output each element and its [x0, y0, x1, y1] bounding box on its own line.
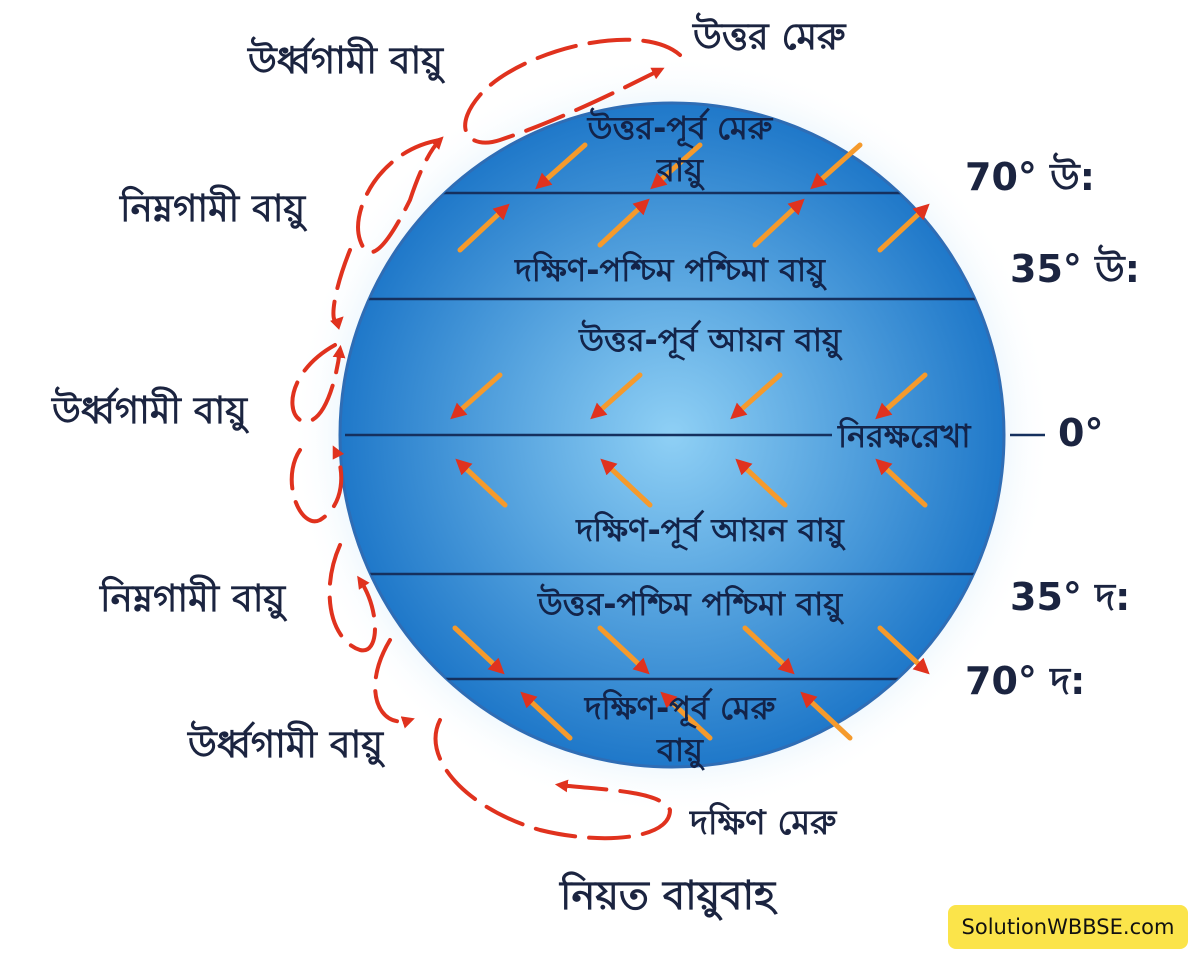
ne-trade-arrow	[875, 372, 928, 420]
sw-westerly-arrow	[877, 203, 930, 253]
nw-westerlies-label: উত্তর-পশ্চিম পশ্চিমা বায়ু	[537, 585, 843, 623]
latitude-label-70s: 70° দ:	[965, 659, 1086, 703]
ferrel-cell-south-lower	[373, 638, 415, 729]
se-trade-arrow	[455, 458, 508, 508]
latitude-label-0: 0°	[1058, 411, 1104, 455]
se-polar-wind-arrow	[660, 691, 713, 741]
hadley-cell-north	[290, 343, 346, 424]
ascending-wind-label-north: উর্ধ্বগামী বায়ু	[248, 39, 443, 82]
sw-westerlies-label: দক্ষিণ-পশ্চিম পশ্চিমা বায়ু	[514, 251, 826, 289]
diagram-title: নিয়ত বায়ুবাহ	[560, 873, 776, 919]
polar-cell-south	[433, 718, 673, 841]
se-polar-wind-label-line1: দক্ষিণ-পূর্ব মেরু	[584, 689, 776, 727]
se-trade-arrow	[875, 458, 928, 508]
ne-polar-wind-arrow	[650, 142, 703, 190]
watermark: SolutionWBBSE.com	[948, 905, 1188, 949]
descending-wind-label-north: নিম্নগামী বায়ু	[120, 187, 306, 230]
equator-label: নিরক্ষরেখা	[838, 417, 971, 455]
latitude-label-70n: 70° উ:	[965, 155, 1095, 199]
ferrel-cell-south	[327, 543, 377, 653]
latitude-label-35s: 35° দ:	[1010, 575, 1131, 619]
wind-arrows	[450, 142, 930, 741]
circulation-cells	[289, 37, 682, 841]
sw-westerly-arrow	[457, 203, 510, 253]
ne-polar-wind-label-line2: বায়ু	[657, 151, 703, 189]
ne-polar-wind-arrow	[810, 142, 863, 190]
nw-westerly-arrow	[877, 625, 930, 675]
ascending-wind-label-equator: উর্ধ্বগামী বায়ু	[52, 389, 247, 432]
ne-trade-arrow	[450, 372, 503, 420]
ne-polar-wind-arrow	[535, 142, 588, 190]
hadley-cell-south	[289, 445, 345, 524]
se-trade-arrow	[735, 458, 788, 508]
descending-wind-label-south: নিম্নগামী বায়ু	[100, 577, 286, 620]
nw-westerly-arrow	[742, 625, 795, 675]
ne-trade-arrow	[590, 372, 643, 420]
ne-polar-wind-label-line1: উত্তর-পূর্ব মেরু	[587, 109, 773, 147]
south-pole-label: দক্ষিণ মেরু	[690, 803, 837, 843]
ferrel-cell-north	[356, 136, 444, 255]
se-polar-wind-arrow	[800, 691, 853, 741]
ferrel-cell-north-lower	[330, 248, 352, 330]
nw-westerly-arrow	[597, 625, 650, 675]
ne-trade-arrow	[730, 372, 783, 420]
sw-westerly-arrow	[597, 198, 650, 248]
latitude-label-35n: 35° উ:	[1010, 247, 1140, 291]
north-pole-label: উত্তর মেরু	[693, 15, 846, 58]
se-polar-wind-arrow	[520, 691, 573, 741]
ne-trade-wind-label: উত্তর-পূর্ব আয়ন বায়ু	[579, 321, 841, 359]
se-trade-arrow	[600, 458, 653, 508]
ascending-wind-label-south: উর্ধ্বগামী বায়ু	[188, 723, 383, 766]
se-polar-wind-label-line2: বায়ু	[657, 731, 703, 769]
sw-westerly-arrow	[752, 198, 805, 248]
se-trade-wind-label: দক্ষিণ-পূর্ব আয়ন বায়ু	[576, 511, 844, 549]
nw-westerly-arrow	[452, 625, 505, 675]
polar-cell-north	[463, 37, 682, 145]
